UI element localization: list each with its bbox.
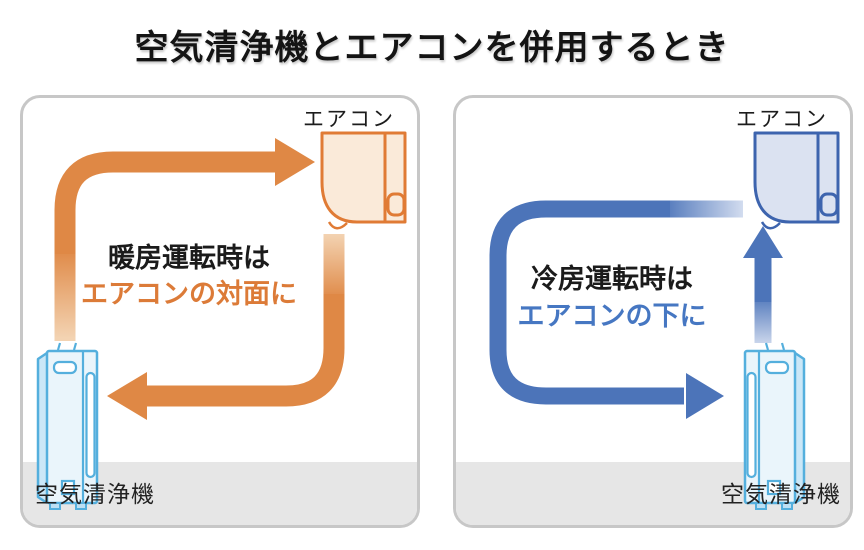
cooling-caption: 冷房運転時は エアコンの下に bbox=[504, 261, 720, 335]
caption-line1: 冷房運転時は bbox=[531, 264, 693, 294]
heating-panel: エアコン 暖房運転時は エアコンの対面に 空気清浄機 bbox=[20, 95, 420, 528]
air-conditioner-icon bbox=[320, 131, 407, 230]
air-conditioner-icon bbox=[753, 131, 840, 230]
ac-label: エアコン bbox=[736, 108, 828, 131]
ac-label: エアコン bbox=[303, 108, 395, 131]
purifier-label: 空気清浄機 bbox=[721, 481, 841, 507]
heating-airflow-diagram bbox=[36, 131, 407, 510]
air-purifier-icon bbox=[36, 342, 99, 510]
caption-line1: 暖房運転時は bbox=[108, 243, 270, 273]
airflow-arrow-ac-to-purifier bbox=[107, 234, 345, 420]
cooling-panel: エアコン 冷房運転時は エアコンの下に 空気清浄機 bbox=[453, 95, 853, 528]
heating-caption: 暖房運転時は エアコンの対面に bbox=[79, 240, 299, 312]
airflow-arrow-purifier-to-ac bbox=[743, 226, 783, 343]
purifier-label: 空気清浄機 bbox=[35, 481, 155, 507]
caption-line2: エアコンの対面に bbox=[81, 279, 297, 309]
air-purifier-icon bbox=[743, 342, 806, 510]
airflow-arrow-purifier-to-ac bbox=[54, 138, 315, 341]
caption-line2: エアコンの下に bbox=[517, 301, 707, 331]
page-title: 空気清浄機とエアコンを併用するとき bbox=[134, 29, 730, 67]
airflow-arrow-ac-to-purifier bbox=[489, 200, 743, 419]
cooling-airflow-diagram bbox=[489, 131, 840, 510]
